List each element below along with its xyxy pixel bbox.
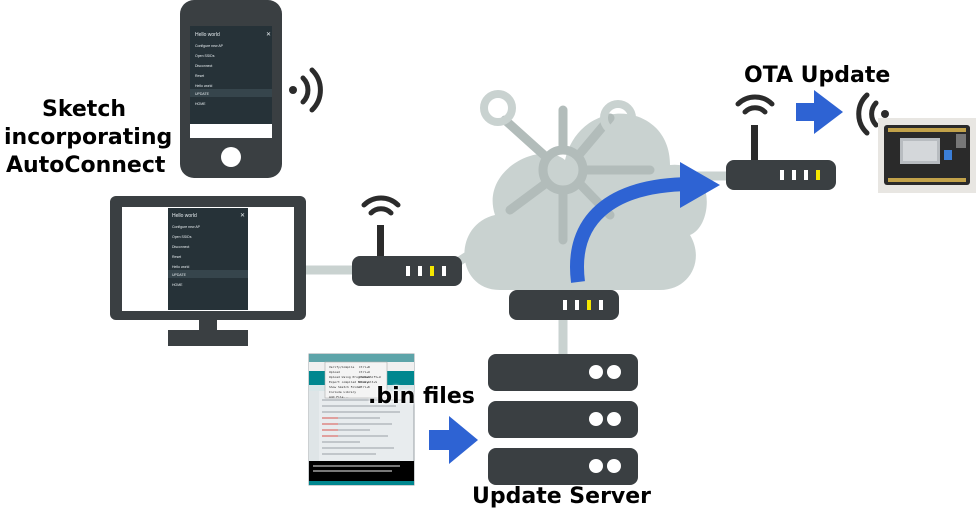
monitor-menu-title: Hello world (172, 213, 197, 219)
bin-files-label: .bin files (368, 384, 475, 409)
monitor-menu-item: Open SSIDs (172, 235, 192, 239)
monitor-device: Hello world ✕ Configure new AP Open SSID… (110, 196, 306, 346)
cloud-icon (464, 90, 707, 290)
ide-menu-shortcut: Ctrl+Alt+S (359, 380, 377, 384)
sketch-label-line1: Sketch (42, 97, 127, 122)
ide-menu-shortcut: Ctrl+K (359, 385, 370, 389)
monitor-menu-item: HOME (172, 283, 183, 287)
ide-menu-item: Verify/Compile (329, 365, 354, 369)
update-server-label: Update Server (472, 484, 652, 509)
ide-menu-item: Show Sketch Folder (329, 385, 362, 389)
server-icon (488, 354, 638, 485)
wifi-icon (856, 92, 889, 136)
phone-menu-item: Reset (195, 74, 204, 78)
phone-device: Hello world ✕ Configure new AP Open SSID… (180, 0, 282, 178)
phone-menu-item: UPDATE (195, 92, 210, 96)
ide-menu-shortcut: Ctrl+U (359, 370, 370, 374)
ide-menu-item: Export compiled Binary (329, 380, 369, 384)
ota-arrow (796, 90, 843, 134)
ota-update-label: OTA Update (744, 63, 891, 88)
sketch-label-line3: AutoConnect (6, 153, 166, 178)
phone-menu-title: Hello world (195, 32, 220, 38)
ide-menu-item: Add File... (329, 395, 349, 399)
svg-text:✕: ✕ (266, 32, 271, 38)
ide-menu-shortcut: Ctrl+R (359, 365, 370, 369)
phone-menu-item: Hello world (195, 84, 212, 88)
wifi-icon (289, 67, 323, 113)
ide-menu-shortcut: Ctrl+Shift+U (359, 375, 381, 379)
arduino-ide-window: Verify/Compile Upload Upload Using Progr… (308, 353, 415, 486)
phone-menu-item: Disconnect (195, 64, 212, 68)
sketch-label-line2: incorporating (4, 125, 173, 150)
monitor-menu-item: Hello world (172, 265, 189, 269)
monitor-menu-item: Configure new AP (172, 225, 201, 229)
router-icon (509, 290, 619, 320)
svg-text:✕: ✕ (240, 213, 245, 219)
ide-menu-item: Include Library (329, 390, 356, 394)
phone-menu-item: Configure new AP (195, 44, 224, 48)
monitor-menu-item: UPDATE (172, 273, 187, 277)
phone-menu-item: Open SSIDs (195, 54, 215, 58)
esp8266-board-icon (878, 118, 976, 193)
monitor-menu-item: Disconnect (172, 245, 189, 249)
ide-menu-item: Upload (329, 370, 340, 374)
router-icon (726, 94, 836, 190)
ide-menu-item: Upload Using Programmer (329, 375, 371, 379)
update-flow-arrow (570, 162, 720, 283)
router-icon (352, 195, 462, 286)
phone-menu-item: HOME (195, 102, 206, 106)
bin-arrow (429, 416, 478, 464)
monitor-menu-item: Reset (172, 255, 181, 259)
